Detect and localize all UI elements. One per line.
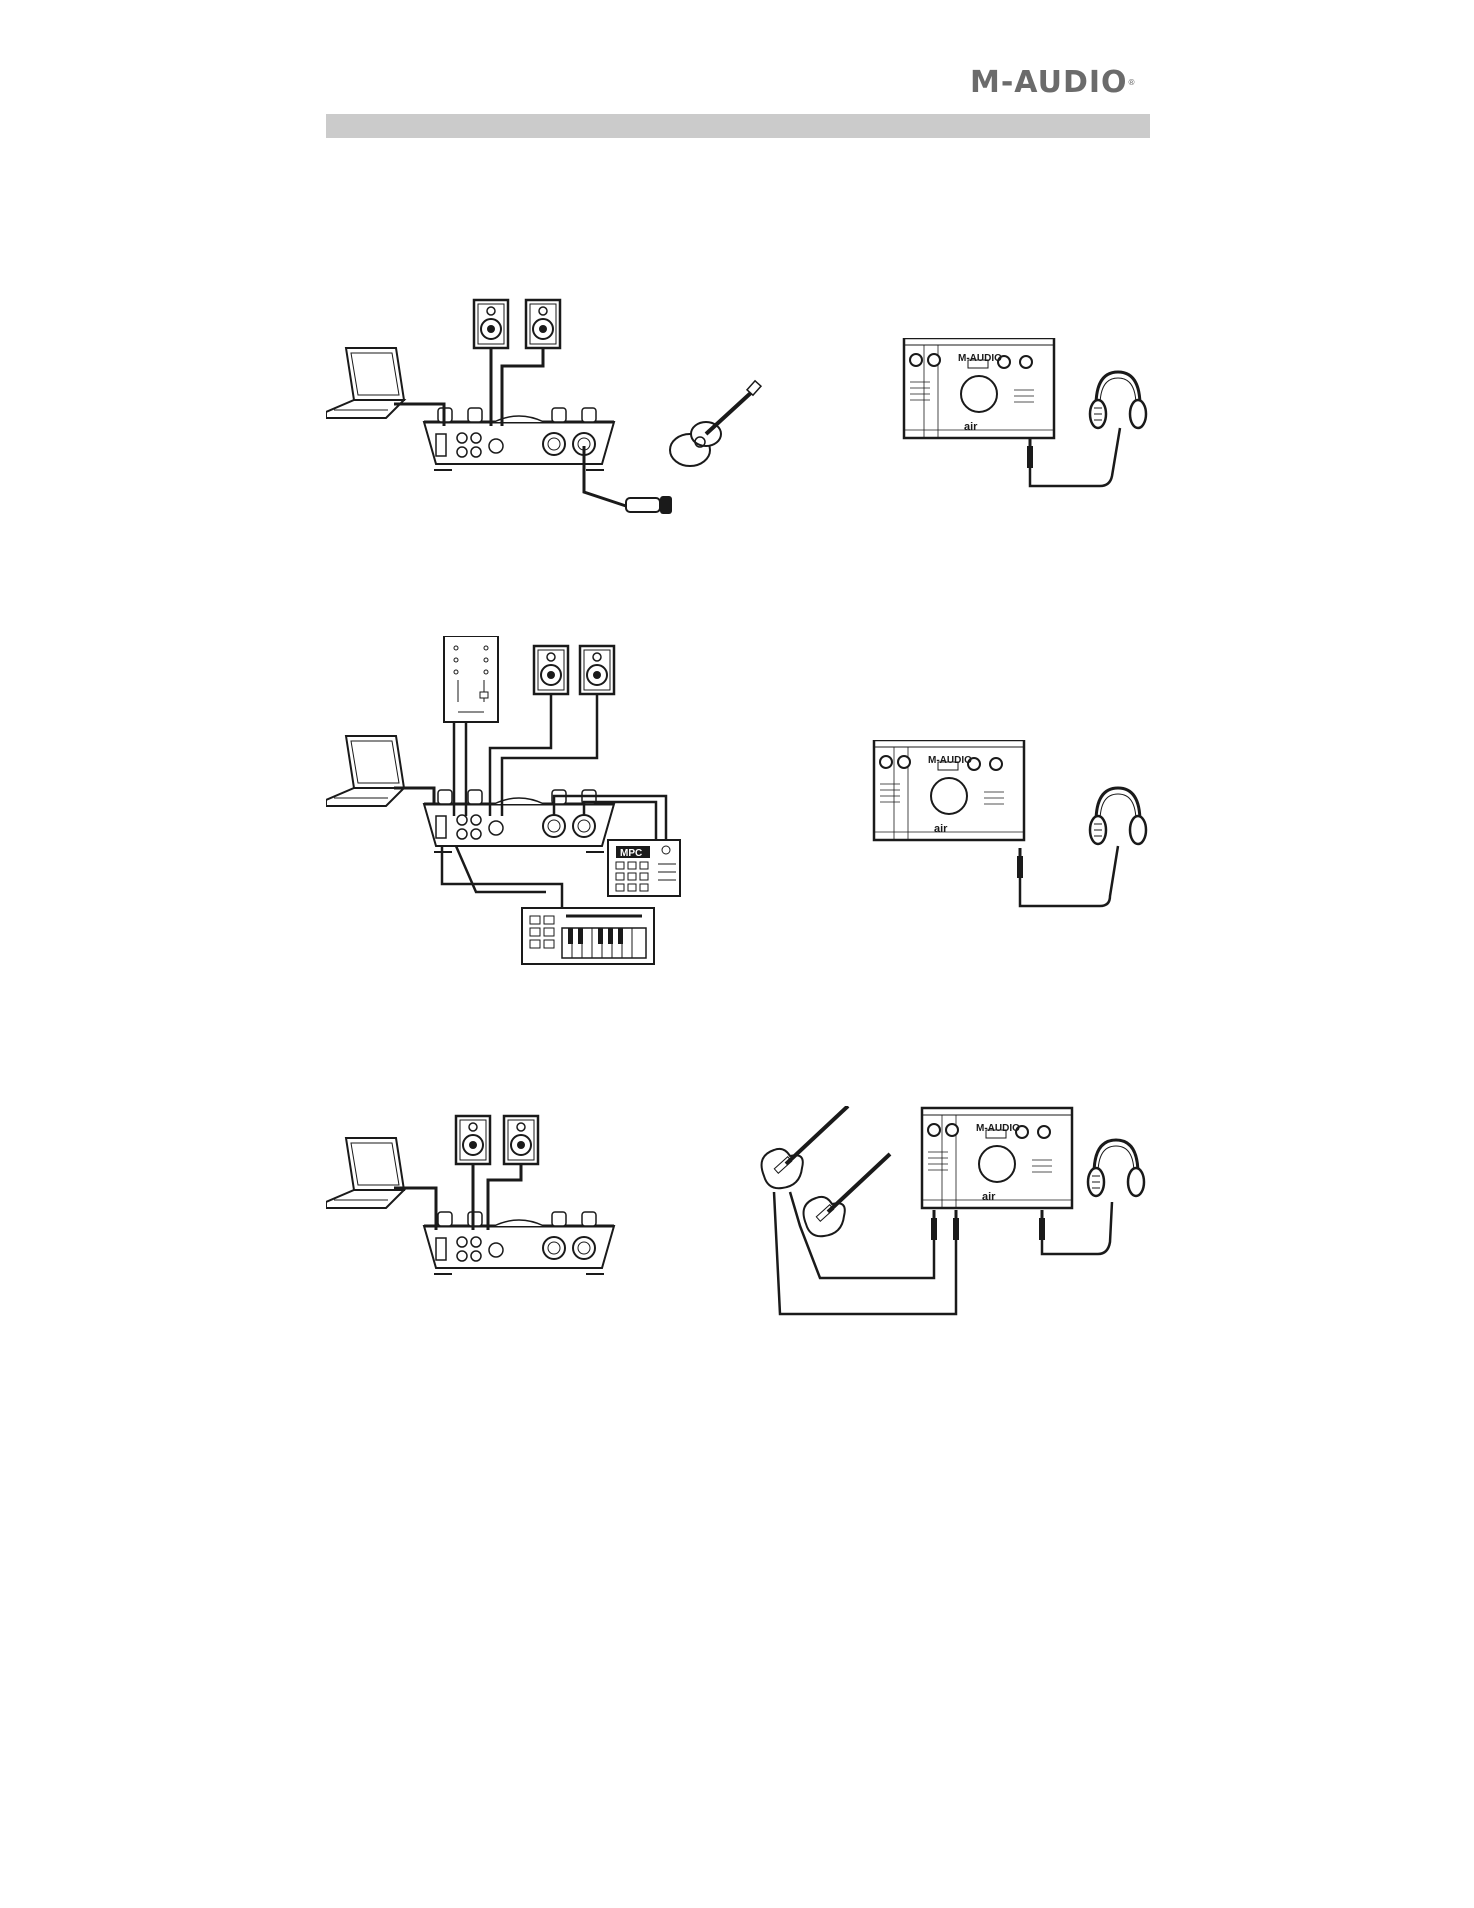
studio-monitor-left-icon [456,1116,490,1164]
laptop-icon [326,1138,404,1208]
headphone-jack-icon [1027,438,1033,468]
front-panel-brand-text: M-AUDIO [928,755,972,766]
studio-monitor-right-icon [504,1116,538,1164]
studio-monitor-right-icon [580,646,614,694]
guitar-jack-2-icon [953,1210,959,1240]
studio-monitor-left-icon [474,300,508,348]
dj-mixer-icon [444,636,498,722]
guitar-jack-1-icon [931,1210,937,1240]
laptop-icon [326,348,404,418]
midi-keyboard-icon [522,908,654,964]
studio-monitor-right-icon [526,300,560,348]
diagram-front-headphones-2: M-AUDIO air [870,740,1150,920]
diagram-rear-setup-2: MPC [326,636,716,986]
electric-guitar-icon [762,1106,848,1188]
section-header-bar [326,114,1150,138]
diagram-rear-setup-3 [326,1108,636,1288]
studio-monitor-left-icon [534,646,568,694]
headphones-icon [1090,788,1146,844]
brand-logo: M-AUDIO® [970,66,1156,100]
diagram-front-headphones-1: M-AUDIO air [900,338,1150,498]
diagram-front-guitars: M-AUDIO air [760,1106,1150,1326]
diagram-rear-setup-1 [326,296,786,536]
headphones-icon [1088,1140,1144,1196]
model-mark-text: air [982,1191,996,1203]
model-mark-text: air [964,421,978,433]
mpc-sampler-icon: MPC [608,840,680,896]
model-mark-text: air [934,823,948,835]
microphone-icon [626,496,672,514]
mpc-label: MPC [620,848,642,859]
headphone-jack-icon [1039,1210,1045,1240]
front-panel-brand-text: M-AUDIO [958,353,1002,364]
headphones-icon [1090,372,1146,428]
interface-rear-panel [424,790,614,852]
interface-rear-panel [424,1212,614,1274]
bass-guitar-icon [804,1154,890,1236]
acoustic-guitar-icon [670,381,761,466]
headphone-jack-icon [1017,848,1023,878]
registered-mark: ® [1128,78,1137,87]
front-panel-brand-text: M-AUDIO [976,1123,1020,1134]
brand-logo-text: M-AUDIO [970,65,1128,100]
laptop-icon [326,736,404,806]
